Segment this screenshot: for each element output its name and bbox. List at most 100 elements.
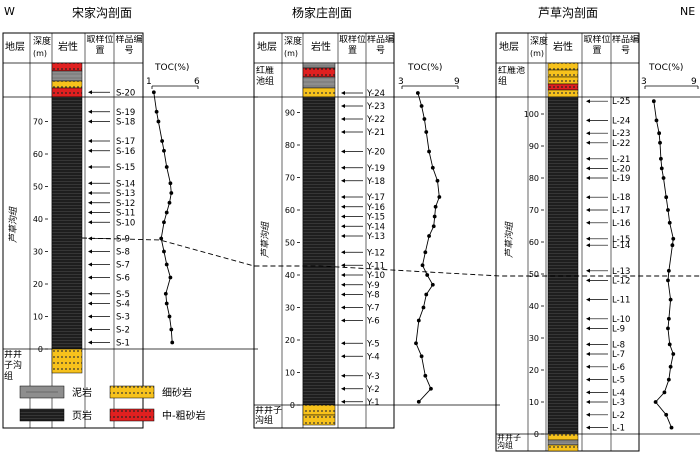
- sample-arrow-head: [586, 131, 590, 136]
- depth-tick-label: 50: [285, 239, 295, 248]
- depth-tick-label: 50: [529, 270, 539, 279]
- layer-fine-sandstone: [547, 76, 579, 85]
- sample-arrow-head: [88, 90, 92, 95]
- toc-point: [151, 90, 156, 95]
- header-depth-unit: (m): [530, 49, 544, 58]
- toc-curve: [651, 99, 676, 430]
- section-songjiagou: 宋家沟剖面 地层 深度 (m) 岩性 取样位置 样品编号 芦草沟组 井井子沟组 …: [2, 5, 258, 429]
- sample-arrow-head: [586, 268, 590, 273]
- sample-arrow-head: [341, 373, 345, 378]
- sample-arrow-head: [88, 200, 92, 205]
- depth-tick-label: 0: [290, 401, 295, 410]
- sample-arrow-head: [341, 104, 345, 108]
- sample-arrow-head: [341, 341, 345, 346]
- sample-label: Y-8: [366, 291, 380, 301]
- sample-arrow-head: [586, 364, 590, 369]
- sample-label: Y-13: [366, 232, 385, 242]
- sample-arrow-head: [586, 326, 590, 331]
- toc-axis-min: 3: [398, 77, 404, 87]
- formation-jingjingzigou-label: 井井子沟组: [255, 406, 282, 426]
- toc-point: [416, 399, 421, 404]
- sample-label: L-22: [612, 139, 630, 149]
- toc-point: [659, 156, 663, 161]
- sample-arrow-head: [586, 140, 590, 145]
- sample-arrow-head: [586, 278, 590, 283]
- sample-label: Y-12: [366, 248, 385, 258]
- toc-point: [662, 390, 667, 395]
- layer-fine-sandstone: [51, 80, 83, 89]
- header-sample-position: 取样位置: [86, 35, 114, 56]
- toc-point: [666, 268, 671, 273]
- sample-label: Y-15: [366, 213, 385, 223]
- sample-label: L-2: [612, 411, 625, 421]
- formation-hongyanchi-label: 红雁池组: [256, 66, 275, 87]
- layer-coarse-sandstone: [547, 83, 579, 91]
- sample-label: L-23: [612, 129, 630, 139]
- toc-point: [657, 131, 662, 136]
- sample-label: Y-20: [366, 148, 385, 158]
- sample-arrow-head: [88, 148, 92, 153]
- layer-fine-sandstone: [547, 89, 579, 98]
- sample-arrow-head: [341, 178, 345, 183]
- sample-arrow-head: [586, 208, 590, 212]
- sample-arrow-head: [586, 377, 590, 382]
- sample-label: Y-3: [366, 372, 380, 382]
- header-sample-number: 样品编号: [612, 35, 639, 56]
- toc-axis-max: 9: [691, 77, 697, 87]
- sample-label: S-12: [116, 199, 135, 209]
- sample-arrow-head: [586, 425, 590, 430]
- legend-swatch-fine-sandstone: [109, 385, 155, 399]
- sample-label: Y-23: [366, 102, 385, 112]
- section-title: 芦草沟剖面: [538, 6, 598, 20]
- toc-point: [427, 234, 431, 238]
- section-title: 杨家庄剖面: [292, 5, 352, 20]
- sample-arrow-head: [341, 91, 345, 95]
- toc-point: [416, 318, 421, 323]
- sample-label: S-15: [116, 163, 135, 173]
- depth-tick-label: 10: [285, 369, 295, 378]
- sample-label: Y-5: [366, 339, 380, 349]
- header-depth-unit: (m): [284, 49, 298, 58]
- layer-fine-sandstone: [547, 433, 579, 441]
- sample-arrow-head: [88, 291, 92, 296]
- layer-shale: [302, 96, 336, 406]
- header-stratum: 地层: [499, 40, 519, 53]
- toc-point: [169, 191, 174, 195]
- toc-point: [422, 117, 427, 121]
- sample-label: L-15: [612, 235, 630, 245]
- toc-point: [666, 326, 670, 331]
- sample-arrow-head: [88, 119, 92, 124]
- header-sample-number: 样品编号: [367, 35, 394, 56]
- sample-arrow-head: [586, 390, 590, 395]
- toc-point: [423, 373, 428, 378]
- sample-label: L-17: [612, 206, 630, 216]
- legend-swatch-shale: [19, 408, 65, 422]
- sample-label: L-10: [612, 315, 630, 325]
- toc-point: [654, 118, 659, 123]
- legend-label-fine-sandstone: 细砂岩: [162, 386, 192, 399]
- depth-tick-label: 30: [529, 334, 539, 343]
- sample-arrow-head: [586, 99, 590, 104]
- sample-label: L-21: [612, 155, 630, 165]
- toc-curve: [151, 90, 175, 345]
- sample-arrow-head: [88, 220, 92, 225]
- sample-label: L-14: [612, 241, 630, 251]
- sample-label: S-19: [116, 108, 135, 118]
- sample-label: L-24: [612, 116, 630, 126]
- layer-fine-sandstone: [547, 62, 579, 71]
- sample-arrow-head: [88, 249, 92, 254]
- sample-label: S-9: [116, 235, 130, 245]
- sample-label: Y-24: [366, 89, 385, 99]
- depth-tick-label: 50: [33, 183, 43, 192]
- sample-arrow-head: [341, 117, 345, 121]
- sample-arrow-head: [88, 314, 92, 319]
- sample-arrow-head: [341, 386, 345, 391]
- sample-label: L-18: [612, 193, 630, 203]
- depth-tick-label: 0: [534, 430, 539, 439]
- toc-point: [156, 119, 161, 124]
- sample-arrow-head: [341, 282, 345, 287]
- header-depth-unit: (m): [33, 49, 47, 58]
- layer-shale: [547, 96, 579, 435]
- sample-label: Y-2: [366, 385, 380, 395]
